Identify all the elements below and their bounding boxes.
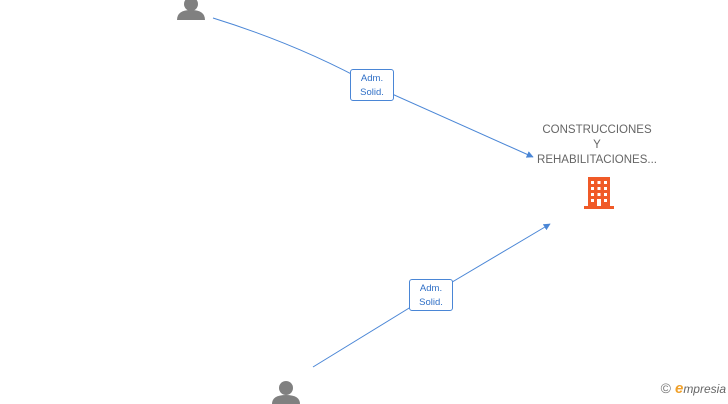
relation-label[interactable]: Adm. Solid. (409, 279, 453, 311)
relation-label-line: Adm. (419, 283, 443, 294)
company-name-line: CONSTRUCCIONES (542, 124, 652, 136)
person-icon[interactable] (175, 0, 207, 22)
relation-label-line: Adm. (360, 73, 384, 84)
company-name[interactable]: CONSTRUCCIONES Y REHABILITACIONES... (527, 123, 667, 168)
brand-name: mpresia (683, 382, 726, 396)
relation-label-line: Solid. (419, 297, 443, 308)
person-icon[interactable] (270, 380, 302, 404)
copyright-symbol: © (660, 380, 671, 396)
relation-label-line: Solid. (360, 87, 384, 98)
company-name-line: REHABILITACIONES... (537, 154, 657, 166)
building-icon[interactable] (582, 175, 616, 211)
relation-label[interactable]: Adm. Solid. (350, 69, 394, 101)
brand-initial: e (674, 380, 684, 397)
company-name-line: Y (593, 139, 601, 151)
brand-watermark: ©empresia (661, 380, 726, 397)
